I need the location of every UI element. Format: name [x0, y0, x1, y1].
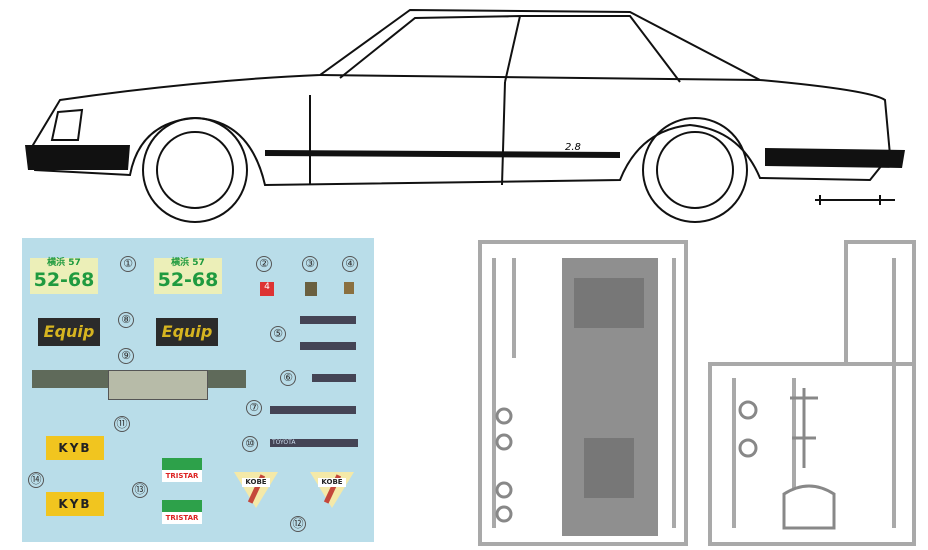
emblem-decal: [312, 374, 356, 382]
decal-number: ⑤: [270, 326, 286, 342]
car-line-drawing: 2.8: [25, 8, 905, 223]
tristar-decal: TRISTAR: [162, 458, 202, 482]
decal-number: ⑫: [290, 516, 306, 532]
decal-number: ⑨: [118, 348, 134, 364]
decal-number: ⑥: [280, 370, 296, 386]
kobe-label: KOBE: [242, 478, 270, 487]
model-kit-sprues: [478, 240, 916, 546]
kyb-decal: KYB: [46, 436, 104, 460]
kobe-decal: KOBE: [310, 472, 354, 508]
badge-decal: 4: [260, 282, 274, 296]
decal-number: ②: [256, 256, 272, 272]
decal-number: ①: [120, 256, 136, 272]
decal-number: ③: [302, 256, 318, 272]
tristar-decal: TRISTAR: [162, 500, 202, 524]
decal-number: ⑪: [114, 416, 130, 432]
emblem-decal: [300, 342, 356, 350]
decal-number: ⑩: [242, 436, 258, 452]
kyb-decal: KYB: [46, 492, 104, 516]
emblem-decal: [300, 316, 356, 324]
crest-decal: [344, 282, 354, 294]
decal-number: ⑭: [28, 472, 44, 488]
decal-number: ⑦: [246, 400, 262, 416]
decal-number: ④: [342, 256, 358, 272]
kobe-decal: KOBE: [234, 472, 278, 508]
crest-decal: [305, 282, 317, 296]
toyota-emblem-decal: TOYOTA: [270, 439, 358, 447]
dashboard-decal: [108, 370, 208, 400]
kobe-label: KOBE: [318, 478, 346, 487]
decal-number: ⑬: [132, 482, 148, 498]
equip-decal: Equip: [38, 318, 100, 346]
equip-decal: Equip: [156, 318, 218, 346]
car-emblem: 2.8: [565, 142, 581, 153]
decal-number: ⑧: [118, 312, 134, 328]
emblem-decal: [270, 406, 356, 414]
